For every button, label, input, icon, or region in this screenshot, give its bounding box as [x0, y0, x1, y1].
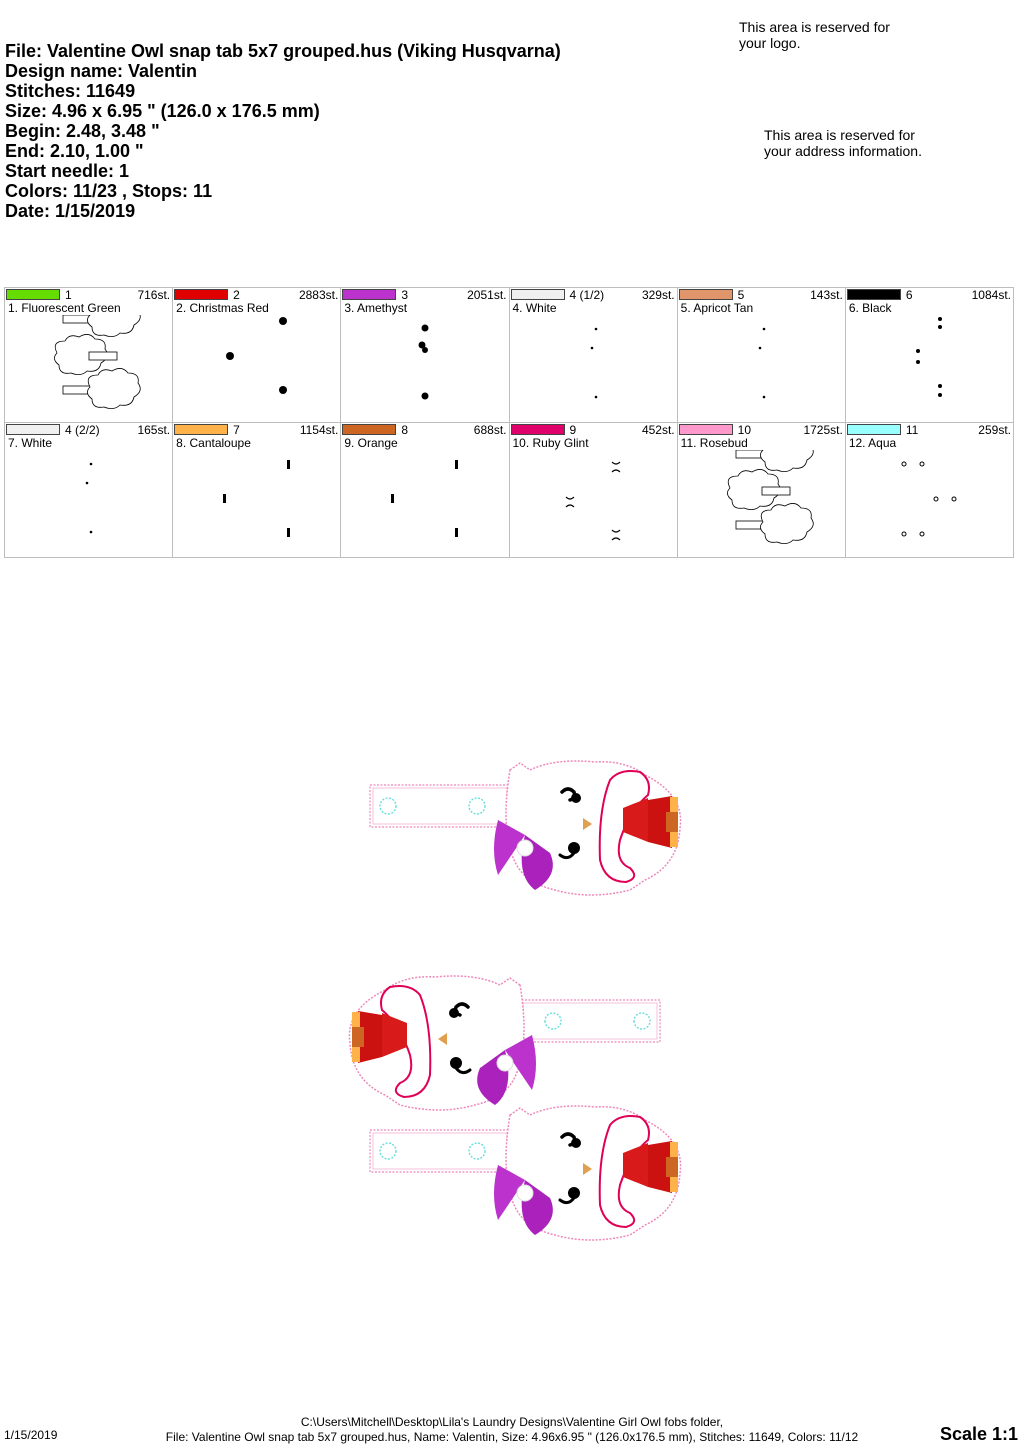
thread-number: 9 — [569, 423, 577, 437]
thread-number: 4 (1/2) — [569, 288, 605, 302]
stitch-count: 1154st. — [299, 423, 339, 437]
stitch-count: 2883st. — [298, 288, 339, 302]
thread-number: 4 (2/2) — [65, 423, 100, 437]
thread-name: 3. Amethyst — [344, 301, 408, 315]
color-entry: 2 2883st. 2. Christmas Red — [173, 288, 342, 423]
stitch-count: 1725st. — [803, 423, 843, 437]
stitch-count: 452st. — [641, 423, 675, 437]
stitch-count: 329st. — [641, 288, 675, 302]
colors-stops-line: Colors: 11/23 , Stops: 11 — [5, 181, 213, 201]
stitches-line: Stitches: 11649 — [5, 81, 136, 101]
footer-path: C:\Users\Mitchell\Desktop\Lila's Laundry… — [300, 1415, 724, 1429]
thread-swatch — [846, 289, 901, 300]
thread-swatch — [510, 424, 565, 435]
thread-name: 4. White — [512, 301, 557, 315]
color-thumbnail — [418, 324, 429, 400]
stitch-count: 1084st. — [971, 288, 1011, 302]
thread-number: 7 — [233, 423, 240, 437]
color-thumbnail — [226, 317, 288, 394]
color-thumbnail — [391, 460, 459, 537]
thread-swatch — [678, 424, 733, 435]
thread-number: 3 — [401, 288, 409, 302]
date-line: Date: 1/15/2019 — [5, 201, 136, 221]
color-thumbnail — [758, 327, 765, 399]
color-entry: 5 143st. 5. Apricot Tan — [677, 288, 846, 423]
stitch-count: 165st. — [137, 423, 171, 437]
size-line: Size: 4.96 x 6.95 " (126.0 x 176.5 mm) — [5, 101, 320, 121]
color-thumbnail — [915, 317, 942, 397]
thread-number: 6 — [905, 288, 913, 302]
scale-label: Scale 1:1 — [939, 1424, 1018, 1444]
color-entry: 11 259st. 12. Aqua — [845, 423, 1014, 558]
thread-number: 5 — [737, 288, 745, 302]
thread-number: 10 — [737, 423, 752, 437]
thread-name: 12. Aqua — [848, 436, 897, 450]
thread-swatch — [678, 289, 733, 300]
begin-line: Begin: 2.48, 3.48 " — [5, 121, 160, 141]
start-needle-line: Start needle: 1 — [5, 161, 130, 181]
end-line: End: 2.10, 1.00 " — [5, 141, 144, 161]
thread-number: 11 — [905, 423, 919, 437]
thread-number: 8 — [401, 423, 409, 437]
thread-swatch — [846, 424, 901, 435]
thread-swatch — [174, 289, 229, 300]
color-thumbnail — [901, 461, 957, 537]
stitch-count: 143st. — [810, 288, 843, 302]
color-thumbnail — [590, 327, 597, 399]
thread-name: 10. Ruby Glint — [512, 436, 589, 450]
address-reserved-note: This area is reserved for your address i… — [764, 127, 922, 159]
thread-swatch — [342, 289, 397, 300]
color-sequence-table: 1 716st. 1. Fluorescent Green 2 2883st. 2. Ch… — [4, 287, 1014, 558]
color-entry: 10 1725st. 11. Rosebud — [677, 423, 846, 558]
color-thumbnail — [85, 462, 93, 534]
stitch-count: 688st. — [473, 423, 507, 437]
footer-info: C:\Users\Mitchell\Desktop\Lila's Laundry… — [0, 1415, 1024, 1445]
color-thumbnail — [565, 461, 620, 541]
thread-swatch — [6, 424, 60, 435]
color-thumbnail — [726, 450, 814, 544]
thread-name: 9. Orange — [344, 436, 398, 450]
color-thumbnail — [54, 315, 141, 409]
color-thumbnail — [223, 460, 291, 537]
stitch-count: 259st. — [978, 423, 1011, 437]
stitch-count: 2051st. — [467, 288, 507, 302]
color-entry: 4 (1/2) 329st. 4. White — [509, 288, 678, 423]
stitch-count: 716st. — [137, 288, 171, 302]
color-entry: 9 452st. 10. Ruby Glint — [509, 423, 678, 558]
design-info: File: Valentine Owl snap tab 5x7 grouped… — [5, 41, 561, 221]
design-name-line: Design name: Valentin — [5, 61, 198, 81]
design-preview — [347, 759, 683, 1242]
footer-file-info: File: Valentine Owl snap tab 5x7 grouped… — [165, 1430, 859, 1444]
thread-swatch — [6, 289, 60, 300]
thread-name: 2. Christmas Red — [176, 301, 269, 315]
thread-name: 8. Cantaloupe — [176, 436, 251, 450]
thread-name: 1. Fluorescent Green — [8, 301, 121, 315]
color-entry: 8 688st. 9. Orange — [341, 423, 510, 558]
color-entry: 4 (2/2) 165st. 7. White — [5, 423, 174, 558]
color-entry: 3 2051st. 3. Amethyst — [341, 288, 510, 423]
file-line: File: Valentine Owl snap tab 5x7 grouped… — [5, 41, 561, 61]
color-entry: 7 1154st. 8. Cantaloupe — [173, 423, 342, 558]
color-entry: 1 716st. 1. Fluorescent Green — [5, 288, 174, 423]
thread-name: 5. Apricot Tan — [680, 301, 754, 315]
thread-number: 2 — [233, 288, 240, 302]
thread-swatch — [510, 289, 565, 300]
thread-swatch — [342, 424, 397, 435]
thread-name: 11. Rosebud — [680, 436, 748, 450]
thread-name: 7. White — [8, 436, 53, 450]
footer-date: 1/15/2019 — [4, 1428, 58, 1442]
thread-number: 1 — [65, 288, 72, 302]
thread-name: 6. Black — [848, 301, 892, 315]
color-entry: 6 1084st. 6. Black — [845, 288, 1014, 423]
logo-reserved-note: This area is reserved for your logo. — [739, 19, 890, 51]
thread-swatch — [174, 424, 229, 435]
